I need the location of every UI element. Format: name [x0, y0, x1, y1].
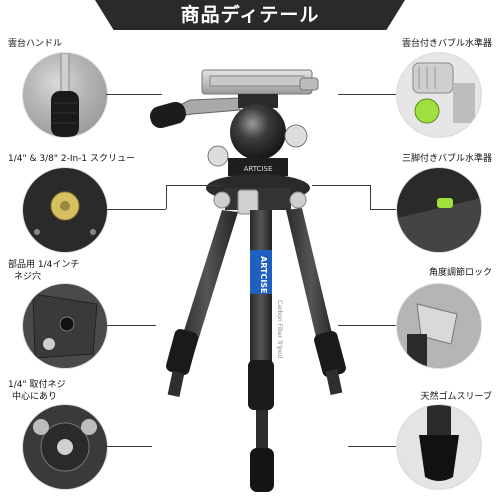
head-brand-text: ARTCISE: [244, 165, 273, 173]
head-level-detail-image: [397, 53, 481, 137]
tripod-illustration: ARTCISE ARTCISE Carbon Fiber Tripod: [150, 69, 346, 492]
connector-line: [106, 94, 162, 95]
connector-line: [106, 209, 166, 210]
mount-screw-detail-image: [23, 405, 107, 489]
callout-label-accessory-thread-line2: ネジ穴: [14, 272, 42, 282]
leg-model-text: Carbon Fiber Tripod: [276, 300, 283, 358]
title-banner: 商品ディテール: [0, 0, 500, 30]
connector-line: [338, 94, 396, 95]
connector-line: [166, 185, 224, 186]
tripod-level-detail-image: [397, 168, 481, 252]
thread-hole-detail-image: [23, 284, 107, 368]
callout-label-tripod-bubble-level: 三脚付きバブル水準器: [401, 154, 492, 164]
connector-line: [166, 185, 167, 209]
callout-label-two-in-one-screw: 1/4" & 3/8" 2-In-1 スクリュー: [8, 154, 136, 164]
leg-brand-text: ARTCISE: [259, 256, 268, 294]
detail-circle-center-mount-screw: [22, 404, 108, 490]
screw-detail-image: [23, 168, 107, 252]
detail-circle-head-handle: [22, 52, 108, 138]
connector-line: [348, 446, 396, 447]
callout-label-mount-screw-line1: 1/4" 取付ネジ: [8, 380, 66, 390]
detail-circle-head-bubble-level: [396, 52, 482, 138]
angle-lock-detail-image: [397, 284, 481, 368]
callout-label-angle-lock: 角度調節ロック: [428, 268, 492, 278]
connector-line: [370, 185, 371, 209]
title-background: [95, 0, 405, 30]
leg-left: [176, 210, 238, 360]
callout-label-mount-screw-line2: 中心にあり: [12, 392, 58, 402]
detail-circle-accessory-thread: [22, 283, 108, 369]
connector-line: [312, 185, 370, 186]
page-title: 商品ディテール: [180, 4, 320, 26]
callout-label-rubber-sleeve: 天然ゴムスリーブ: [420, 392, 492, 402]
callout-label-accessory-thread-line1: 部品用 1/4インチ: [8, 260, 80, 270]
callout-label-head-bubble-level: 雲台付きバブル水準器: [401, 39, 492, 49]
detail-circle-two-in-one-screw: [22, 167, 108, 253]
connector-line: [106, 446, 152, 447]
detail-circle-tripod-bubble-level: [396, 167, 482, 253]
detail-circle-rubber-sleeve: [396, 404, 482, 490]
rubber-foot-detail-image: [397, 405, 481, 489]
handle-detail-image: [51, 53, 79, 137]
detail-circle-angle-lock: [396, 283, 482, 369]
leg-right: [286, 208, 336, 354]
callout-label-head-handle: 雲台ハンドル: [8, 39, 63, 49]
connector-line: [370, 209, 396, 210]
connector-line: [106, 325, 156, 326]
connector-line: [338, 325, 396, 326]
ball-head: [230, 104, 286, 160]
